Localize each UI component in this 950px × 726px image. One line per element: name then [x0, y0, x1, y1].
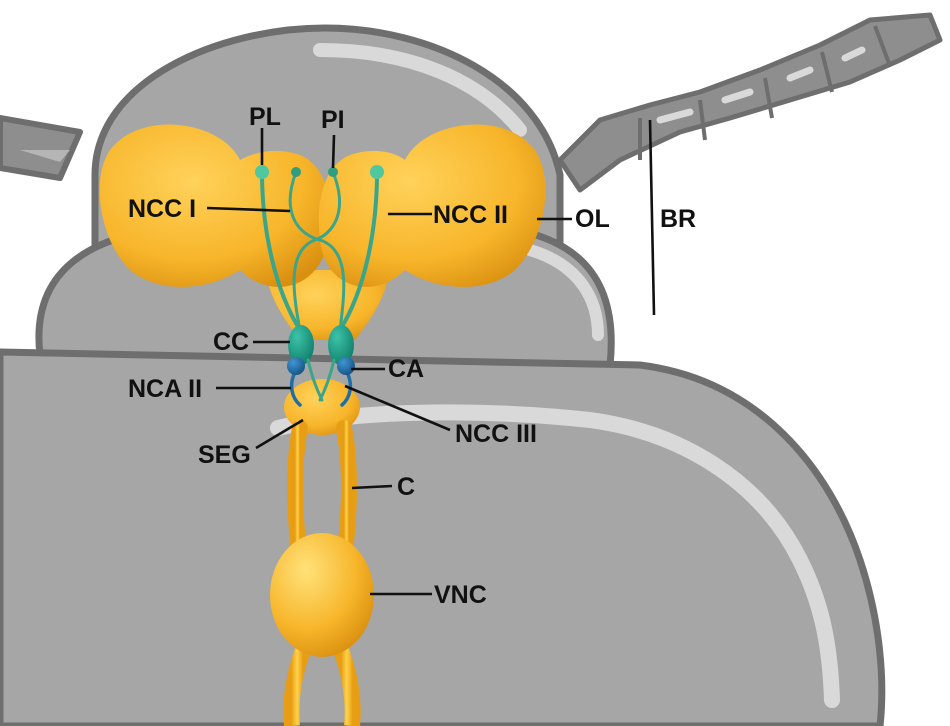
corpora-cardiaca — [288, 325, 354, 365]
label-br: BR — [660, 205, 696, 233]
pl-cell-body-right — [370, 165, 384, 179]
labels: PL PI NCC I NCC II OL BR CC CA NCA II NC… — [128, 103, 696, 609]
label-ca: CA — [388, 355, 424, 383]
neurosecretory-nerves — [260, 170, 379, 332]
pi-cell-body — [328, 167, 338, 177]
label-cc: CC — [213, 328, 249, 356]
label-ol: OL — [575, 205, 610, 233]
left-antenna — [0, 115, 83, 181]
label-seg: SEG — [198, 441, 251, 469]
label-ncc-i: NCC I — [128, 195, 196, 223]
left-brain-hemisphere — [99, 124, 331, 287]
thorax — [0, 348, 886, 726]
label-pi: PI — [321, 106, 345, 134]
label-nca-ii: NCA II — [128, 375, 202, 403]
neurosecretory-cell-bodies — [255, 165, 384, 179]
corpora-allata — [287, 357, 355, 375]
label-ncc-ii: NCC II — [433, 201, 508, 229]
right-brain-hemisphere — [318, 124, 546, 287]
pi-cell-body-left — [291, 167, 301, 177]
pl-cell-body — [255, 165, 269, 179]
label-c: C — [397, 473, 415, 501]
ventral-nerve-cord-ganglion — [270, 533, 374, 657]
ncc3-nerves — [306, 358, 336, 402]
label-ncc-iii: NCC III — [455, 420, 537, 448]
leader-lines — [206, 119, 656, 596]
label-vnc: VNC — [434, 581, 487, 609]
label-pl: PL — [249, 103, 281, 131]
right-antenna — [557, 12, 943, 193]
